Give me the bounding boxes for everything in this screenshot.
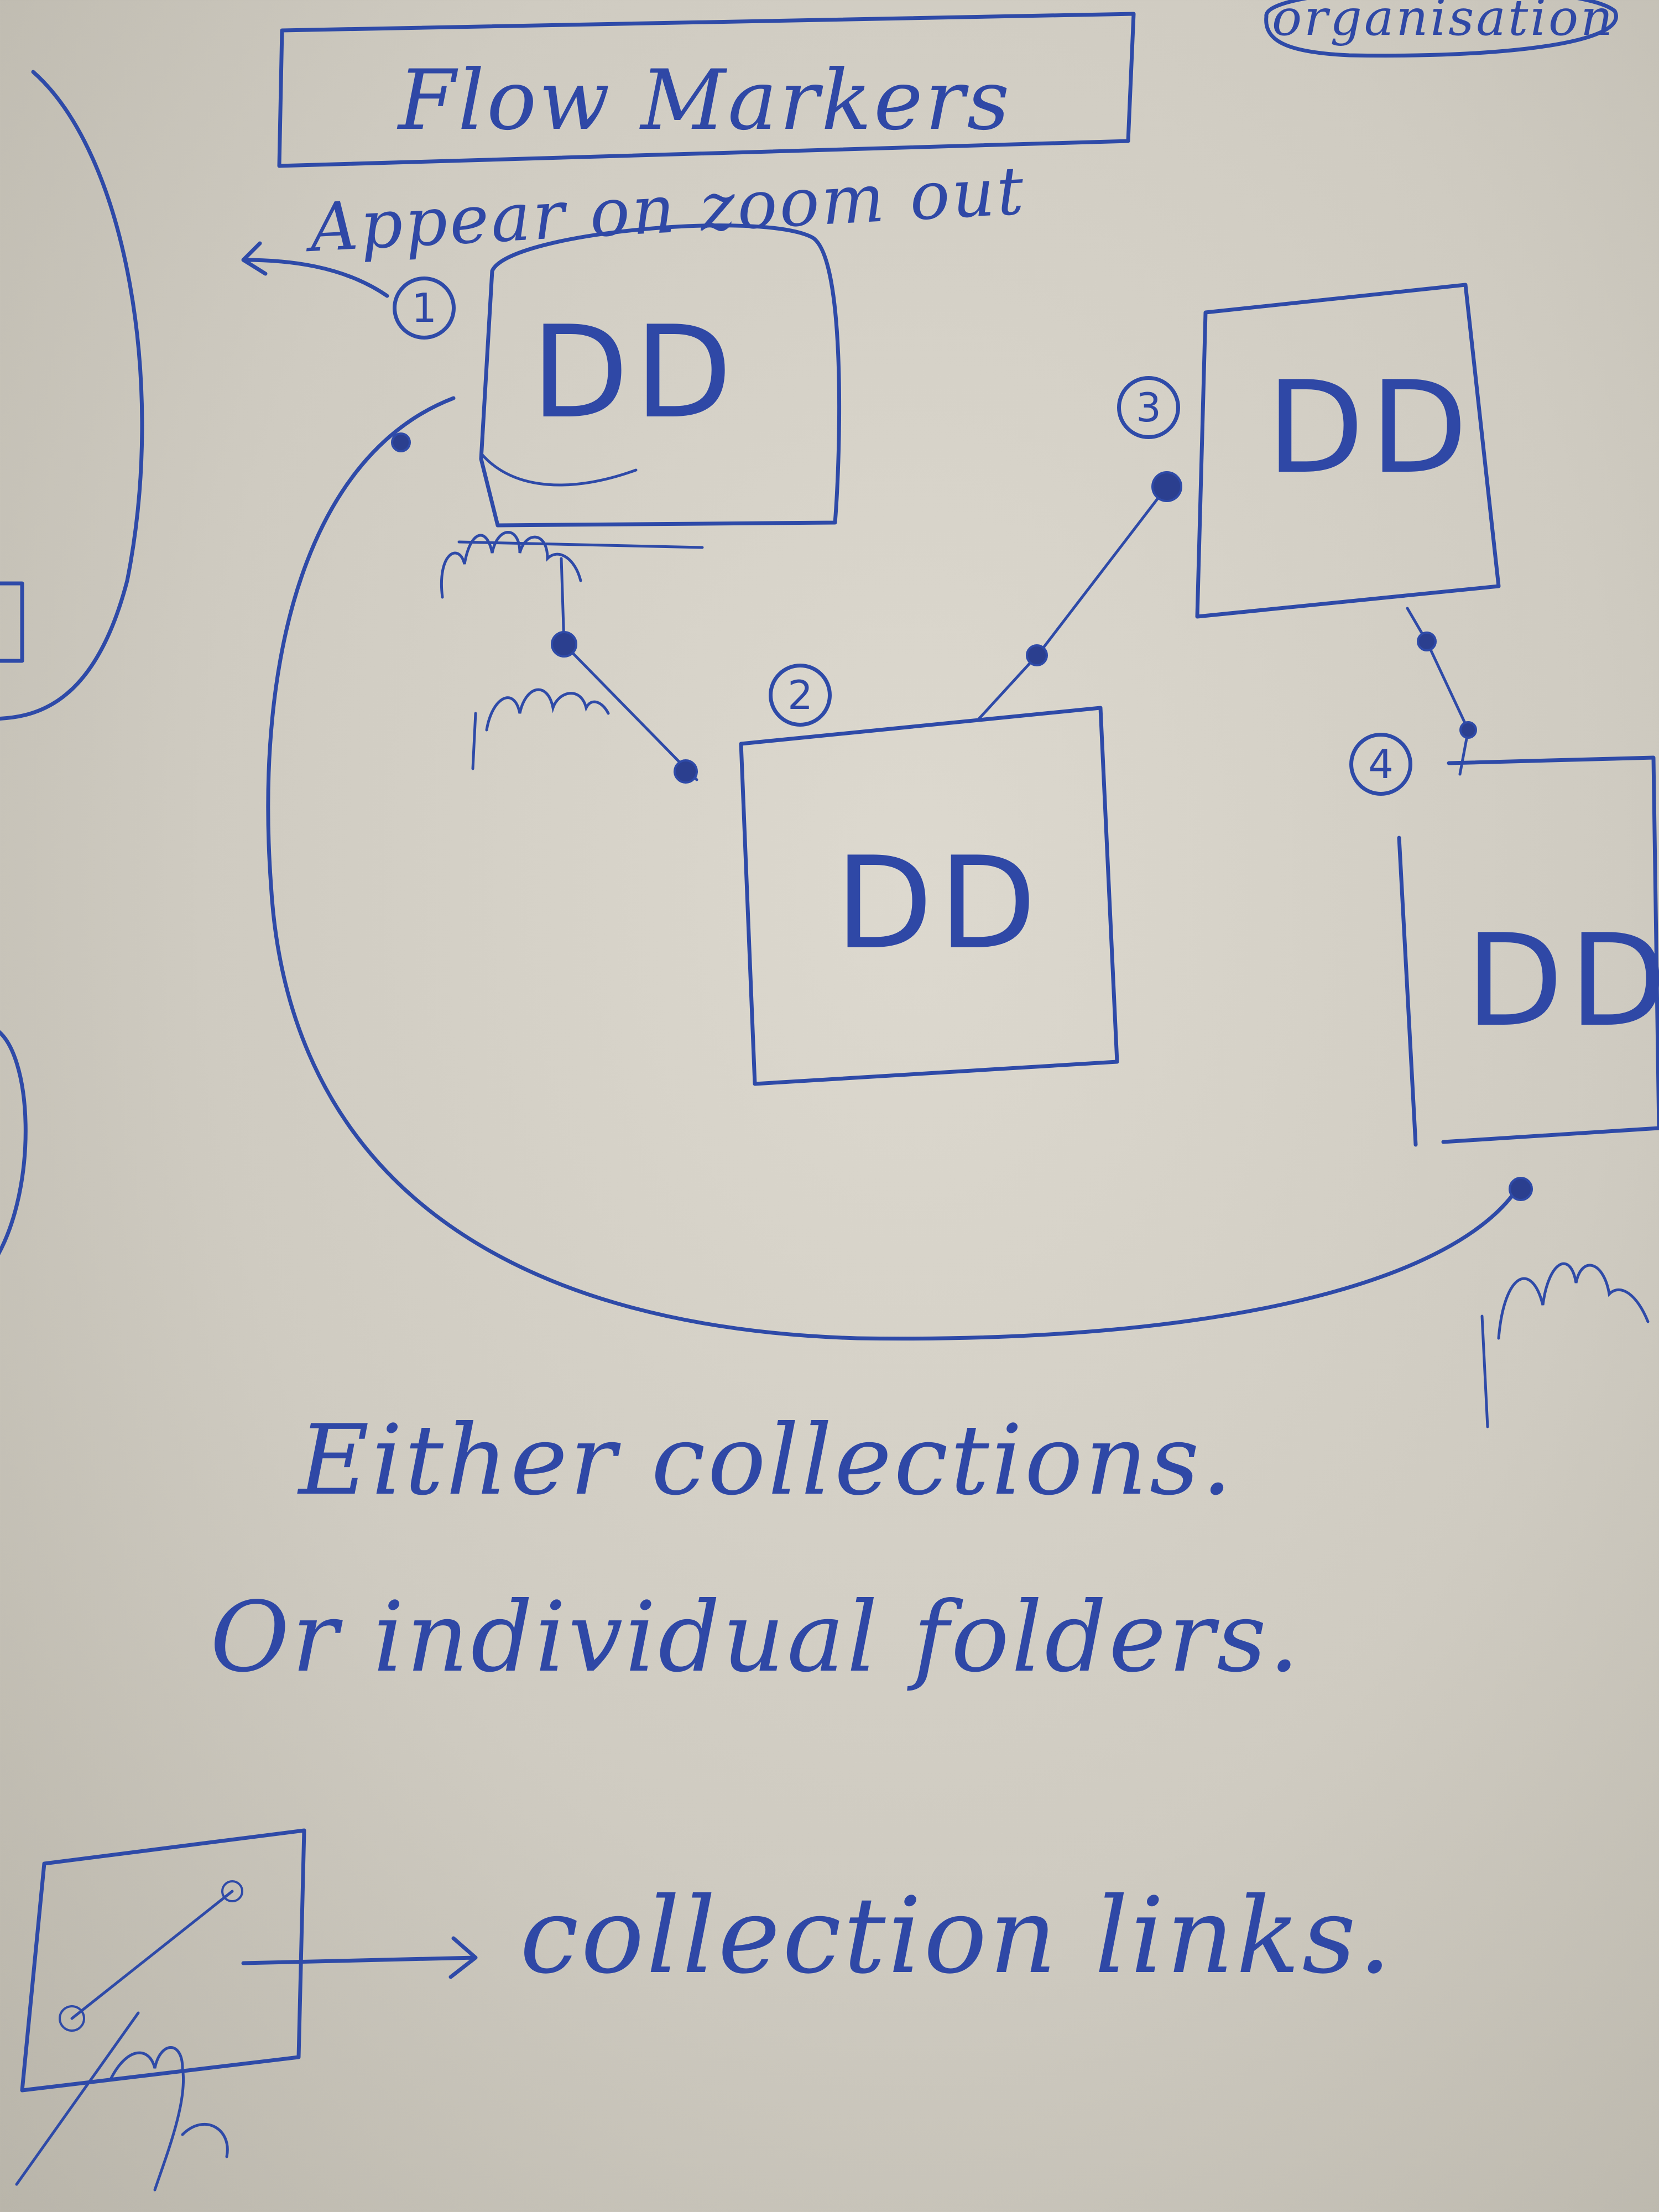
left-edge-curve-lower (0, 1030, 28, 1255)
dot-loop-end (391, 432, 411, 452)
link-2-to-3 (977, 485, 1168, 721)
node-4-number: 4 (1349, 733, 1412, 796)
left-edge-curve (0, 70, 144, 721)
dot-node3-bottom (1417, 632, 1437, 651)
node-4-label: DD (1465, 907, 1659, 1055)
legend-box (20, 1828, 306, 2093)
legend-squiggle (15, 2011, 229, 2192)
dot-node2-top (674, 759, 698, 784)
node-3-label: DD (1266, 354, 1474, 502)
node-3-number: 3 (1117, 376, 1180, 439)
node-2-label: DD (835, 830, 1042, 978)
squiggle-link1 (471, 688, 610, 770)
squiggle-node4 (1480, 1262, 1650, 1428)
appear-arrow (241, 241, 389, 298)
organisation-bubble (1264, 0, 1618, 58)
node-3-box (1195, 283, 1501, 619)
left-edge-bracket (0, 581, 24, 663)
legend-dot-end (221, 1880, 243, 1902)
legend-link (70, 1890, 234, 2020)
node-1-inner-curve (457, 452, 704, 549)
return-loop (266, 396, 1523, 1341)
legend-dot-start (59, 2005, 85, 2032)
legend-arrow (241, 1936, 478, 1979)
node-1-label: DD (531, 299, 738, 447)
title-box (277, 12, 1136, 168)
dot-node1-bottom (551, 631, 577, 658)
dot-node4-top (1459, 721, 1477, 739)
note-line-2: Or individual folders. (210, 1582, 1302, 1694)
link-3-to-4 (1406, 607, 1470, 776)
dot-node4-bottom (1509, 1177, 1533, 1201)
node-1-number: 1 (393, 276, 456, 340)
squiggle-node1 (440, 531, 582, 599)
node-1-box (479, 223, 842, 528)
organisation-note: organisation (1272, 0, 1615, 47)
dot-node3-left (1151, 471, 1182, 502)
node-4-box (1397, 755, 1659, 1147)
legend-label: collection links. (520, 1875, 1394, 1997)
link-1-to-2 (560, 557, 698, 781)
node-2-box (739, 706, 1119, 1086)
note-line-1: Either collections. (299, 1405, 1235, 1517)
diagram-title: Flow Markers (398, 53, 1012, 149)
node-2-number: 2 (769, 664, 832, 727)
dot-link-mid (1026, 644, 1048, 666)
